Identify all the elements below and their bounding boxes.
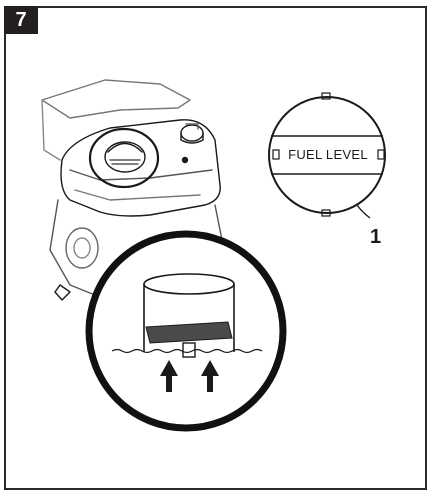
step-number-badge: 7	[4, 6, 38, 34]
callout-number: 1	[370, 226, 381, 248]
callout-1: 1	[357, 205, 381, 248]
fuel-level-label: FUEL LEVEL	[288, 147, 368, 162]
magnified-tank-inset	[89, 234, 283, 428]
fuel-level-gauge: FUEL LEVEL	[269, 93, 385, 216]
